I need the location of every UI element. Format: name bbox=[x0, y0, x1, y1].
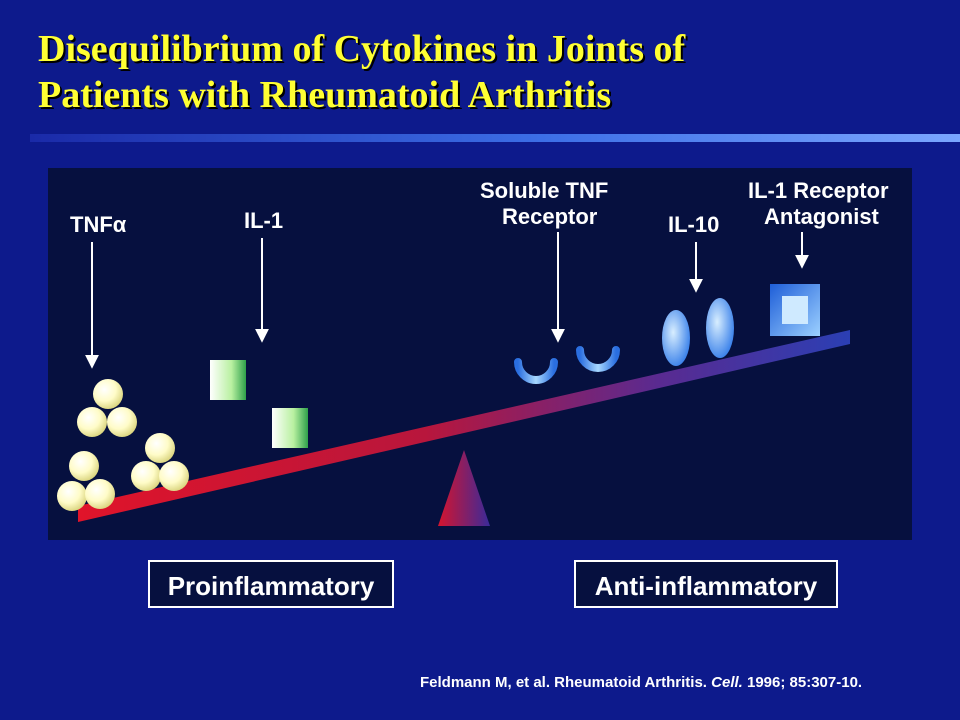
title-line-1: Disequilibrium of Cytokines in Joints of bbox=[38, 28, 686, 70]
il1-receptor-antagonist-molecule bbox=[770, 284, 820, 336]
seesaw-diagram: TNFα IL-1 Soluble TNF Receptor IL-10 IL-… bbox=[57, 178, 889, 526]
diagram-panel: TNFα IL-1 Soluble TNF Receptor IL-10 IL-… bbox=[48, 168, 912, 540]
il-10-molecules bbox=[662, 298, 734, 366]
label-soluble-tnf-receptor-line1: Soluble TNF bbox=[480, 178, 608, 203]
anti-inflammatory-box: Anti-inflammatory bbox=[574, 560, 838, 608]
tnf-alpha-molecules bbox=[57, 379, 189, 511]
citation: Feldmann M, et al. Rheumatoid Arthritis.… bbox=[420, 674, 940, 691]
label-soluble-tnf-receptor-line2: Receptor bbox=[502, 204, 598, 229]
title-underline bbox=[30, 134, 960, 142]
label-il1-receptor-antagonist-line2: Antagonist bbox=[764, 204, 880, 229]
label-il-1: IL-1 bbox=[244, 208, 283, 233]
soluble-tnf-receptor-molecules bbox=[514, 346, 620, 384]
label-tnf-alpha: TNFα bbox=[70, 212, 127, 237]
title-line-2: Patients with Rheumatoid Arthritis bbox=[38, 74, 612, 116]
citation-journal: Cell. bbox=[711, 674, 743, 691]
label-il-10: IL-10 bbox=[668, 212, 719, 237]
il-1-molecules bbox=[210, 360, 308, 448]
citation-authors: Feldmann M, et al. Rheumatoid Arthritis. bbox=[420, 674, 712, 691]
label-il1-receptor-antagonist-line1: IL-1 Receptor bbox=[748, 178, 889, 203]
slide-title: Disequilibrium of Cytokines in Joints of… bbox=[38, 26, 938, 118]
proinflammatory-box: Proinflammatory bbox=[148, 560, 394, 608]
seesaw-beam bbox=[78, 330, 850, 522]
fulcrum-triangle bbox=[438, 450, 490, 526]
citation-details: 1996; 85:307-10. bbox=[742, 674, 863, 691]
